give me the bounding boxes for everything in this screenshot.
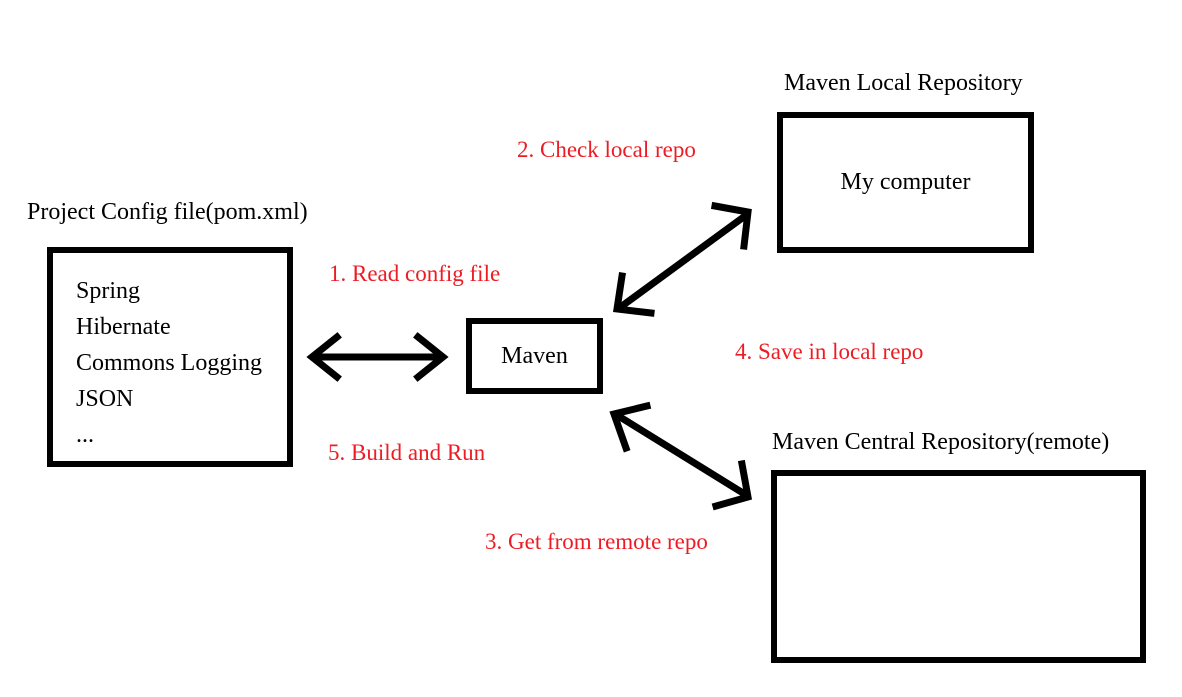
arrow-maven-central [609, 401, 753, 511]
local-repo-box: My computer [777, 112, 1034, 253]
step-read-config-label: 1. Read config file [329, 261, 501, 286]
dependency-item: Commons Logging [76, 350, 263, 376]
dependency-item: JSON [76, 386, 134, 412]
project-config-box: Spring Hibernate Commons Logging JSON ..… [47, 247, 293, 467]
project-config-title: Project Config file(pom.xml) [27, 199, 308, 225]
arrow-maven-local [612, 201, 752, 317]
maven-box: Maven [466, 318, 603, 394]
dependency-item: Spring [76, 278, 141, 304]
step-check-local-label: 2. Check local repo [517, 137, 696, 162]
dependency-list: Spring Hibernate Commons Logging JSON ..… [76, 273, 262, 453]
step-build-run-label: 5. Build and Run [328, 440, 486, 465]
local-repo-label: My computer [840, 169, 971, 195]
local-repo-title: Maven Local Repository [784, 70, 1023, 96]
central-repo-box [771, 470, 1146, 663]
maven-label: Maven [501, 342, 568, 369]
dependency-item: Hibernate [76, 314, 171, 340]
arrow-config-maven [306, 332, 449, 382]
step-save-local-label: 4. Save in local repo [735, 339, 924, 364]
step-get-remote-label: 3. Get from remote repo [485, 529, 708, 554]
dependency-item: ... [76, 422, 94, 448]
central-repo-title: Maven Central Repository(remote) [772, 429, 1110, 455]
